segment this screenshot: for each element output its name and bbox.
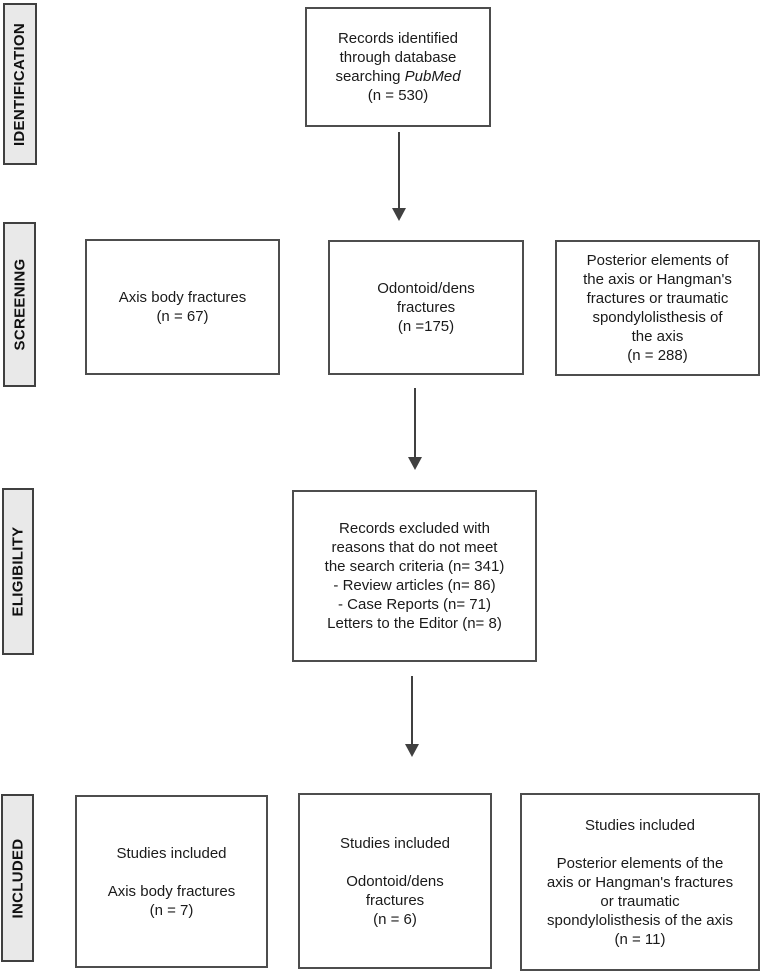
screening-posterior-box: Posterior elements of the axis or Hangma…: [555, 240, 760, 376]
box-line: [108, 863, 236, 882]
arrow-shaft: [414, 388, 416, 457]
arrow-head: [408, 457, 422, 470]
box-line: Posterior elements of the: [556, 854, 724, 872]
box-line: spondylolisthesis of the axis: [547, 911, 733, 929]
stage-label-eligibility-text: ELIGIBILITY: [9, 526, 27, 617]
box-line: (n =175): [397, 318, 455, 335]
box-line: searching PubMed: [335, 67, 460, 86]
box-line: (n = 530): [367, 87, 429, 104]
box-line: fractures: [396, 299, 456, 316]
box-line: (n = 67): [156, 308, 209, 325]
box-line: the axis or Hangman's: [583, 271, 732, 288]
box-line: Studies included: [339, 834, 451, 852]
included-axis-body-text: Studies included Axis body fractures (n …: [108, 844, 236, 920]
box-line-text: searching: [335, 68, 405, 85]
box-line: spondylolisthesis of: [592, 309, 723, 326]
stage-label-identification-text: IDENTIFICATION: [11, 22, 29, 146]
box-line: through database: [339, 49, 457, 66]
arrow-shaft: [398, 132, 400, 208]
box-line: [547, 835, 733, 854]
screening-posterior-text: Posterior elements of the axis or Hangma…: [583, 251, 732, 365]
screening-odontoid-text: Odontoid/dens fractures (n =175): [377, 279, 475, 336]
included-posterior-box: Studies included Posterior elements of t…: [520, 793, 760, 971]
records-excluded-text: Records excluded with reasons that do no…: [325, 519, 505, 633]
box-line: fractures or traumatic: [586, 290, 729, 307]
records-excluded-box: Records excluded with reasons that do no…: [292, 490, 537, 662]
box-line: Letters to the Editor (n= 8): [327, 615, 502, 632]
screening-odontoid-box: Odontoid/dens fractures (n =175): [328, 240, 524, 375]
box-line: (n = 6): [373, 910, 417, 928]
box-line: (n = 7): [149, 901, 194, 919]
box-line: (n = 11): [614, 930, 666, 948]
stage-label-eligibility: ELIGIBILITY: [2, 488, 34, 655]
arrow-head: [392, 208, 406, 221]
included-odontoid-box: Studies included Odontoid/dens fractures…: [298, 793, 492, 969]
box-line: Records identified: [337, 30, 459, 47]
box-line: Odontoid/dens: [346, 872, 444, 890]
box-line: [340, 853, 450, 872]
box-line: Posterior elements of: [586, 252, 729, 269]
arrow-eligibility-to-included: [405, 676, 419, 757]
box-line: Studies included: [116, 844, 227, 862]
pubmed-italic-text: PubMed: [404, 68, 461, 85]
box-line: the axis: [631, 328, 684, 345]
box-line: - Review articles (n= 86): [333, 577, 496, 594]
box-line: - Case Reports (n= 71): [338, 596, 491, 613]
box-line: axis or Hangman's fractures: [546, 873, 734, 891]
included-odontoid-text: Studies included Odontoid/dens fractures…: [340, 834, 450, 929]
box-line: fractures: [365, 891, 425, 909]
arrow-head: [405, 744, 419, 757]
records-identified-text: Records identified through database sear…: [335, 29, 460, 105]
stage-label-screening: SCREENING: [3, 222, 36, 387]
box-line: Records excluded with: [339, 520, 490, 537]
box-line: Odontoid/dens: [377, 280, 475, 297]
box-line: (n = 288): [627, 347, 688, 364]
included-posterior-text: Studies included Posterior elements of t…: [547, 816, 733, 949]
box-line: Axis body fractures: [107, 882, 236, 900]
stage-label-identification: IDENTIFICATION: [3, 3, 37, 165]
stage-label-screening-text: SCREENING: [11, 258, 29, 351]
arrow-screening-to-eligibility: [408, 388, 422, 470]
box-line: or traumatic: [600, 892, 680, 910]
records-identified-box: Records identified through database sear…: [305, 7, 491, 127]
arrow-identification-to-screening: [392, 132, 406, 221]
screening-axis-body-text: Axis body fractures (n = 67): [119, 288, 247, 326]
box-line: Axis body fractures: [118, 289, 247, 306]
stage-label-included-text: INCLUDED: [9, 838, 26, 918]
screening-axis-body-box: Axis body fractures (n = 67): [85, 239, 280, 375]
box-line: the search criteria (n= 341): [324, 558, 505, 575]
box-line: reasons that do not meet: [331, 539, 498, 556]
included-axis-body-box: Studies included Axis body fractures (n …: [75, 795, 268, 968]
stage-label-included: INCLUDED: [1, 794, 34, 962]
arrow-shaft: [411, 676, 413, 744]
box-line: Studies included: [584, 816, 696, 834]
